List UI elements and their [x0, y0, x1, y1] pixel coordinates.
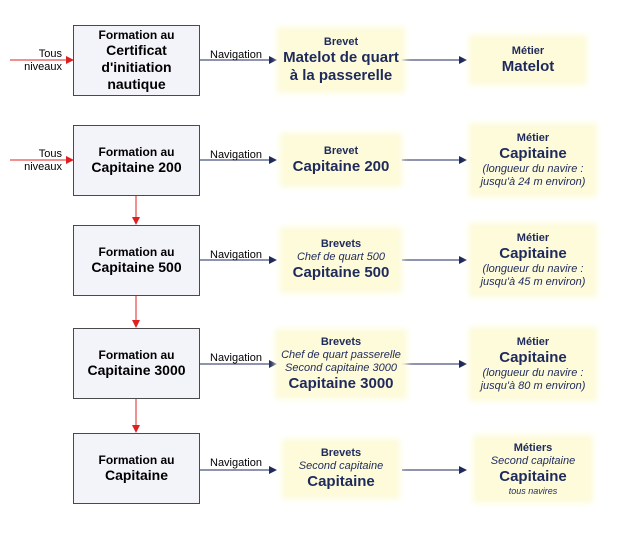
brevet-title-line: Capitaine	[307, 473, 375, 490]
entry-label-1: Tous niveaux	[12, 48, 62, 74]
brevet-italic-line: Chef de quart 500	[296, 251, 386, 263]
metier-italic-line: Second capitaine	[490, 454, 576, 467]
metier-note-line: (longueur du navire :	[482, 262, 584, 275]
metier-note-line: (longueur du navire :	[482, 162, 584, 175]
brevet-heading: Brevets	[320, 335, 362, 348]
brevet-italic-line: Second capitaine	[298, 460, 384, 472]
brevet-heading: Brevets	[320, 447, 362, 459]
formation-box-capitaine-200: Formation au Capitaine 200	[73, 125, 200, 196]
formation-box-capitaine: Formation au Capitaine	[73, 433, 200, 504]
metier-title: Capitaine	[499, 244, 567, 262]
metier-note-line: jusqu'à 80 m environ)	[480, 379, 586, 392]
brevet-heading: Brevet	[323, 35, 359, 48]
formation-title-line: Certificat	[106, 42, 167, 58]
metier-tiny-note: tous navires	[508, 485, 558, 496]
formation-title-line: Capitaine 3000	[87, 362, 186, 378]
metier-heading: Métier	[516, 335, 550, 348]
navigation-label-5: Navigation	[210, 457, 262, 469]
formation-box-capitaine-500: Formation au Capitaine 500	[73, 225, 200, 296]
metier-capitaine-tous-navires: Métiers Second capitaine Capitaine tous …	[478, 440, 588, 498]
navigation-label-2: Navigation	[210, 149, 262, 161]
entry-label-2: Tous niveaux	[12, 148, 62, 174]
entry-label-line: Tous	[38, 148, 62, 160]
metier-note-line: jusqu'à 45 m environ)	[480, 275, 586, 288]
brevet-italic-line: Second capitaine 3000	[285, 361, 397, 374]
brevet-title-line: Capitaine 3000	[288, 374, 394, 392]
formation-prefix: Formation au	[98, 453, 175, 467]
brevet-capitaine-200: Brevet Capitaine 200	[285, 138, 397, 182]
navigation-label-3: Navigation	[210, 249, 262, 261]
formation-prefix: Formation au	[98, 348, 175, 362]
entry-label-line: Tous	[38, 48, 62, 60]
metier-matelot: Métier Matelot	[474, 40, 582, 80]
navigation-label-1: Navigation	[210, 49, 262, 61]
navigation-label-4: Navigation	[210, 352, 262, 364]
metier-capitaine-45m: Métier Capitaine (longueur du navire : j…	[474, 228, 592, 292]
brevet-title-line: Capitaine 200	[292, 157, 390, 175]
brevet-italic-line: Chef de quart passerelle	[281, 348, 401, 361]
formation-title-line: d'initiation	[101, 59, 172, 75]
metier-heading: Métier	[511, 44, 545, 57]
formation-box-certificat: Formation au Certificat d'initiation nau…	[73, 25, 200, 96]
entry-label-line: niveaux	[24, 161, 62, 173]
metier-title: Matelot	[501, 57, 555, 75]
entry-label-line: niveaux	[24, 61, 62, 73]
brevet-matelot: Brevet Matelot de quart à la passerelle	[282, 32, 400, 88]
metier-capitaine-80m: Métier Capitaine (longueur du navire : j…	[474, 332, 592, 396]
formation-prefix: Formation au	[98, 145, 175, 159]
brevet-title-line: à la passerelle	[289, 66, 393, 84]
brevet-heading: Brevet	[323, 144, 359, 157]
metier-title: Capitaine	[499, 144, 567, 162]
metier-title: Capitaine	[499, 467, 567, 485]
brevet-capitaine: Brevets Second capitaine Capitaine	[287, 444, 395, 494]
formation-prefix: Formation au	[98, 28, 175, 42]
formation-title-line: Capitaine 500	[91, 259, 182, 275]
metier-heading: Métiers	[513, 441, 553, 454]
brevet-title-line: Capitaine 500	[292, 264, 390, 281]
metier-heading: Métier	[516, 131, 550, 144]
brevet-capitaine-500: Brevets Chef de quart 500 Capitaine 500	[285, 232, 397, 288]
formation-box-capitaine-3000: Formation au Capitaine 3000	[73, 328, 200, 399]
formation-title-line: Capitaine	[104, 467, 168, 483]
formation-title-line: Capitaine 200	[91, 159, 182, 175]
formation-title-line: nautique	[107, 76, 166, 92]
metier-note-line: jusqu'à 24 m environ)	[480, 175, 586, 188]
metier-note-line: (longueur du navire :	[482, 366, 584, 379]
metier-capitaine-24m: Métier Capitaine (longueur du navire : j…	[474, 128, 592, 192]
brevet-title-line: Matelot de quart	[283, 48, 399, 66]
formation-prefix: Formation au	[98, 245, 175, 259]
metier-title: Capitaine	[499, 348, 567, 366]
metier-heading: Métier	[516, 231, 550, 244]
brevet-heading: Brevets	[320, 238, 362, 250]
brevet-capitaine-3000: Brevets Chef de quart passerelle Second …	[280, 334, 402, 394]
